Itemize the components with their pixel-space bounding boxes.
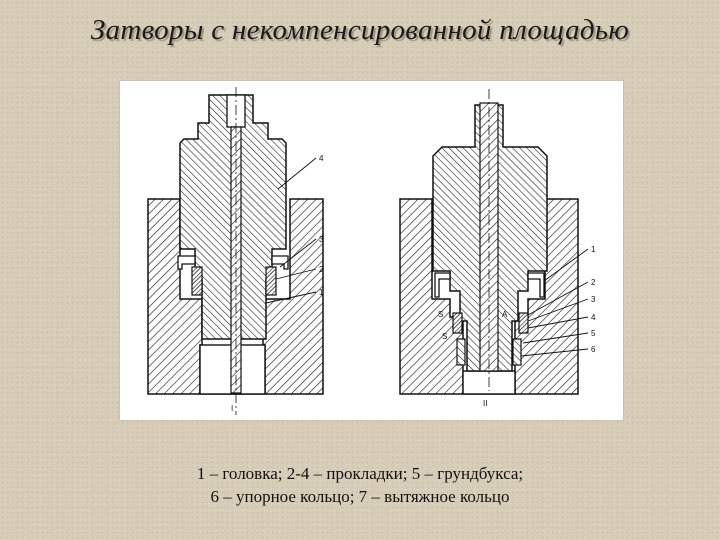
left-callout-4: 4	[319, 154, 324, 163]
right-packing-left	[452, 312, 463, 334]
left-callout-1: 1	[319, 288, 324, 297]
right-callout-4: 4	[591, 313, 596, 322]
right-callout-5: 5	[591, 329, 596, 338]
right-ring-1b	[527, 272, 545, 298]
right-gland-left	[456, 338, 466, 366]
left-callout-2: 2	[319, 265, 324, 274]
left-gasket-2a	[191, 266, 203, 296]
right-inner-label-s: S	[442, 332, 447, 341]
right-inner-label-s1: S	[438, 310, 443, 319]
left-axis-label: I	[231, 404, 233, 413]
right-valve-drawing: S S A 1 2 3 4 5 6 II	[399, 89, 596, 408]
valve-drawings: 4 3 2 1 I S S A	[147, 87, 596, 415]
right-callout-6: 6	[591, 345, 596, 354]
caption-line-1: 1 – головка; 2-4 – прокладки; 5 – грундб…	[196, 464, 524, 483]
right-inner-label-a: A	[502, 310, 508, 319]
left-valve-drawing: 4 3 2 1 I	[147, 87, 324, 415]
right-callout-2: 2	[591, 278, 596, 287]
left-gasket-2b	[265, 266, 277, 296]
right-axis-label: II	[483, 399, 487, 408]
right-gland-right	[512, 338, 522, 366]
figure-panel: 4 3 2 1 I S S A	[120, 81, 623, 420]
right-packing-right	[518, 312, 529, 334]
right-ring-1	[434, 272, 451, 298]
right-callout-3: 3	[591, 295, 596, 304]
right-callout-1: 1	[591, 245, 596, 254]
left-gasket-3	[177, 255, 196, 270]
caption-line-2: 6 – упорное кольцо; 7 – вытяжное кольцо	[210, 487, 510, 506]
slide-title: Затворы с некомпенсированной площадью	[90, 14, 630, 46]
figure-caption: 1 – головка; 2-4 – прокладки; 5 – грундб…	[0, 462, 720, 508]
left-callout-3: 3	[319, 235, 324, 244]
